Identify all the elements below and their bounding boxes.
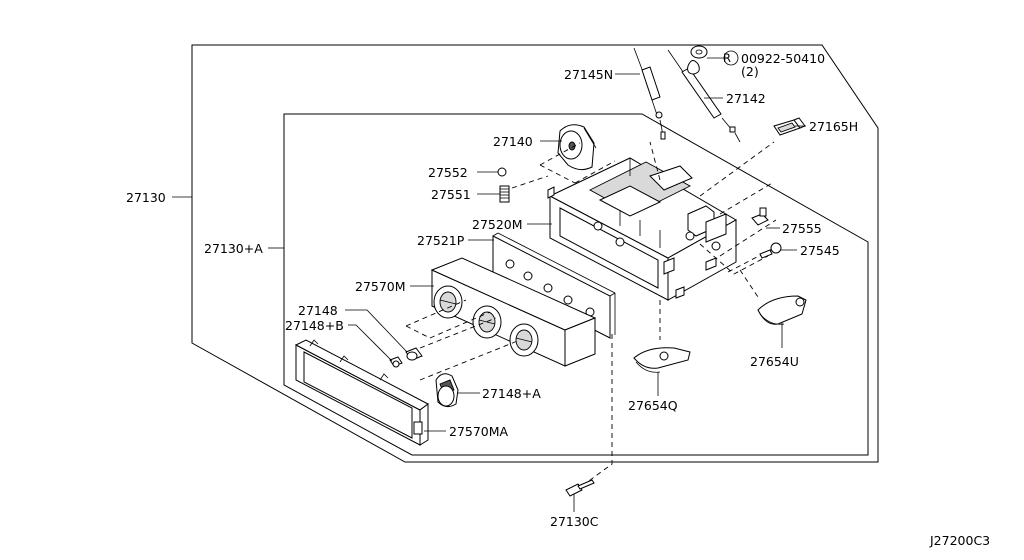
label-27165h: 27165H — [809, 119, 858, 134]
diagram-code: J27200C3 — [929, 533, 990, 548]
knob-27148a — [435, 373, 459, 408]
knob-panel-27570m — [430, 257, 597, 367]
outer-assembly-frame — [191, 44, 879, 463]
dash-right — [699, 219, 783, 275]
label-27140: 27140 — [493, 134, 533, 149]
ball-27552 — [497, 167, 507, 177]
label-27570ma: 27570MA — [449, 424, 509, 439]
bezel-27570ma — [294, 339, 429, 446]
label-27545: 27545 — [800, 243, 840, 258]
label-27570m: 27570M — [355, 279, 406, 294]
label-27148: 27148 — [298, 303, 338, 318]
label-27142: 27142 — [726, 91, 766, 106]
control-housing-27520m — [547, 157, 738, 301]
dash-knobs — [405, 299, 521, 381]
washer-00922-icon — [687, 45, 708, 75]
connector-27165h — [773, 117, 806, 136]
label-27654q: 27654Q — [628, 398, 678, 413]
label-27521p: 27521P — [417, 233, 465, 248]
dash-27140 — [539, 142, 616, 184]
dash-27551 — [511, 175, 549, 189]
knob-27148 — [405, 347, 423, 361]
cable-27145n — [633, 47, 666, 140]
label-27520m: 27520M — [472, 217, 523, 232]
label-27148b: 27148+B — [285, 318, 344, 333]
label-27145n: 27145N — [564, 67, 613, 82]
label-00922-qty: (2) — [741, 64, 759, 79]
inner-assembly-frame — [283, 113, 869, 456]
screw-27545 — [759, 242, 782, 259]
label-r-mark: R — [723, 51, 731, 65]
dash-levers — [581, 269, 761, 487]
label-27130: 27130 — [126, 190, 166, 205]
leader-27148 — [345, 309, 408, 353]
label-27130a: 27130+A — [204, 241, 263, 256]
spring-27551 — [499, 185, 510, 203]
label-27552: 27552 — [428, 165, 468, 180]
dash-upper — [649, 141, 775, 215]
label-27654u: 27654U — [750, 354, 799, 369]
label-27555: 27555 — [782, 221, 822, 236]
leader-27148b — [348, 324, 393, 362]
label-27130c: 27130C — [550, 514, 599, 529]
label-27148a: 27148+A — [482, 386, 541, 401]
motor-27140 — [557, 124, 597, 171]
label-27551: 27551 — [431, 187, 471, 202]
screw-27130c — [565, 479, 595, 497]
lever-27654u — [757, 295, 807, 325]
knob-27148b — [389, 356, 403, 368]
label-00922: 00922-50410 — [741, 51, 825, 66]
clip-27555 — [751, 207, 769, 226]
lever-27654q — [633, 347, 691, 373]
cable-27142 — [667, 49, 741, 143]
